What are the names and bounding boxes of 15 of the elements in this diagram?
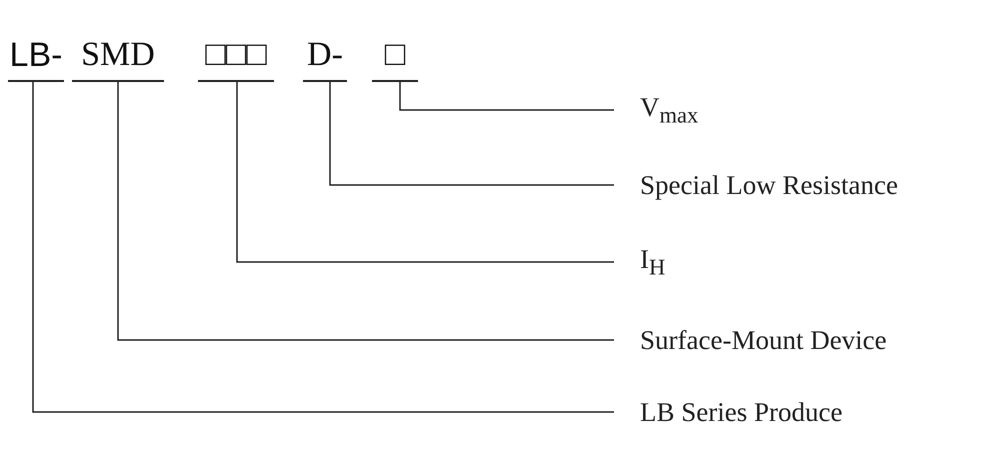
leader-line [236, 82, 614, 263]
leader-line [329, 82, 614, 186]
code-segment: LB- [8, 12, 64, 82]
field-description: Special Low Resistance [614, 165, 898, 205]
code-segment: D- [303, 12, 347, 82]
leader-line [32, 82, 614, 413]
leader-line [117, 82, 614, 341]
field-description: I$_{H}$ [614, 242, 666, 282]
code-segment: SMD [72, 12, 164, 82]
field-description: Surface-Mount Device [614, 320, 887, 360]
field-description: LB Series Produce [614, 392, 842, 432]
code-segment: □ [372, 12, 418, 82]
code-segment: □□□ [198, 12, 274, 82]
field-description: V$_{max}$ [614, 90, 698, 130]
leader-line [399, 82, 614, 111]
